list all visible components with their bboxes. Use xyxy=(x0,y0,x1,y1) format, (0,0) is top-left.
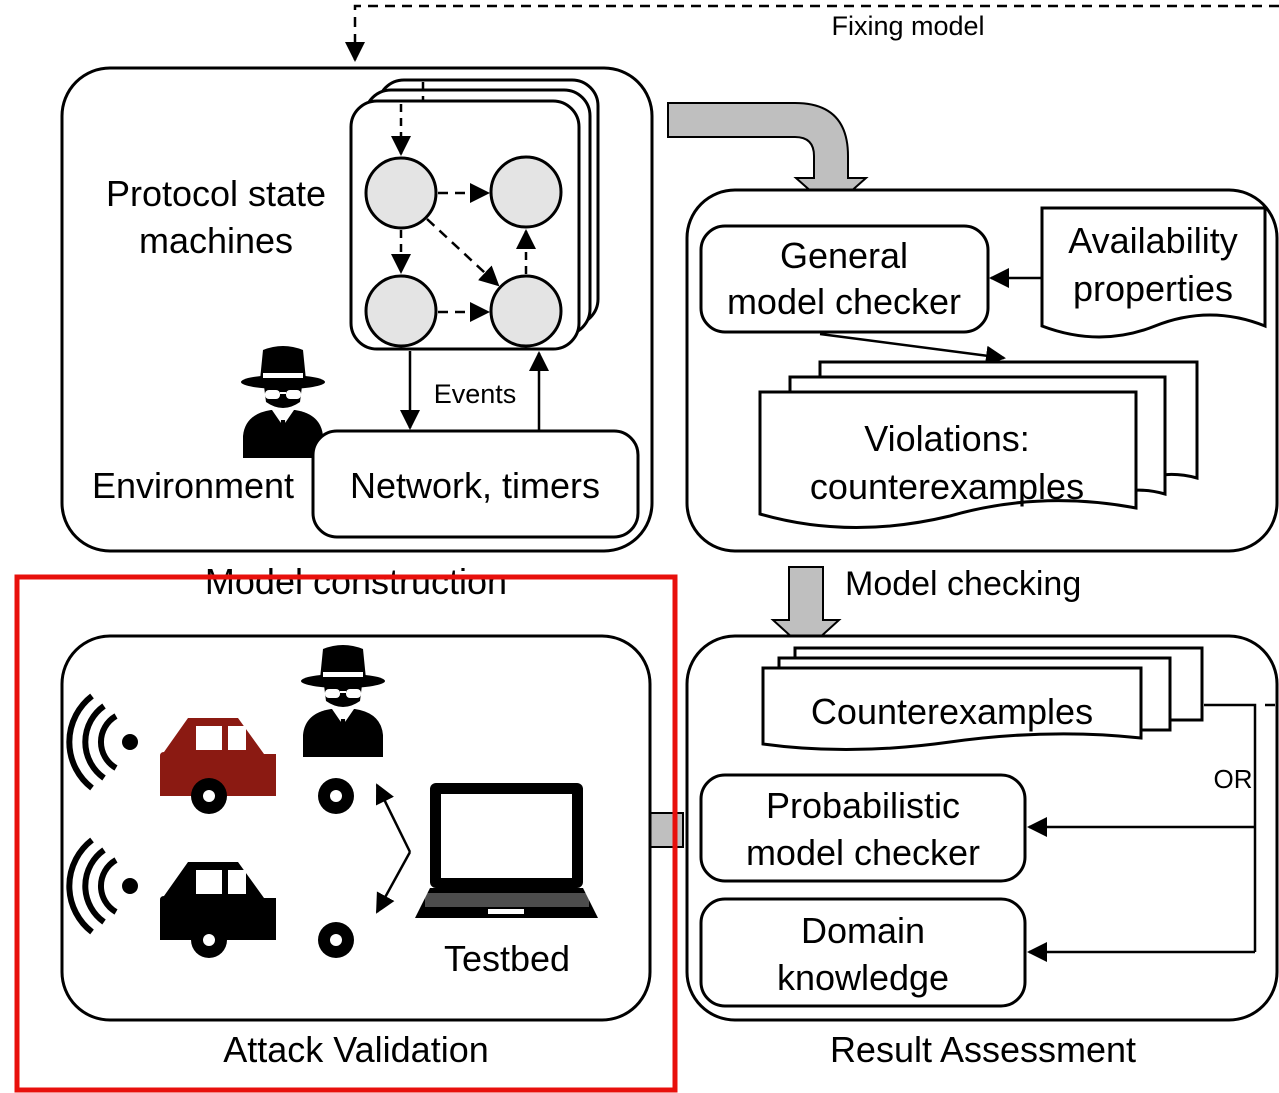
domain-knowledge-box xyxy=(699,897,1027,1008)
model-construction-label: Model construction xyxy=(205,561,507,602)
state-node xyxy=(364,156,438,230)
domain-knowledge-label: knowledge xyxy=(777,957,949,998)
state-node xyxy=(489,274,563,348)
highlight-box xyxy=(14,574,678,1093)
probabilistic-model-checker-box xyxy=(699,773,1027,883)
probabilistic-model-checker-label: model checker xyxy=(746,832,980,873)
events-label: Events xyxy=(434,379,517,409)
violations-label: counterexamples xyxy=(810,466,1084,507)
general-model-checker-label: General xyxy=(780,235,908,276)
availability-properties-doc xyxy=(1040,206,1267,339)
domain-knowledge-label: Domain xyxy=(801,910,925,951)
state-node xyxy=(364,274,438,348)
availability-properties-label: properties xyxy=(1073,268,1233,309)
general-model-checker-box xyxy=(699,224,990,334)
protocol-state-machines-label: machines xyxy=(139,220,293,261)
or-label: OR xyxy=(1214,764,1253,794)
violations-doc xyxy=(758,390,1138,529)
state-node xyxy=(489,155,563,229)
network-timers-label: Network, timers xyxy=(350,465,600,506)
availability-properties-label: Availability xyxy=(1068,220,1237,261)
testbed-label: Testbed xyxy=(444,938,570,979)
laptop-icon xyxy=(415,783,598,918)
counterexamples-label: Counterexamples xyxy=(811,691,1093,732)
protocol-state-machines-label: Protocol state xyxy=(106,173,326,214)
attack-validation-label: Attack Validation xyxy=(223,1029,488,1070)
counterexamples-doc xyxy=(761,666,1143,752)
network-timers-box xyxy=(311,429,640,539)
general-model-checker-label: model checker xyxy=(727,281,961,322)
fixing-model-loop: Fixing model xyxy=(345,4,1279,62)
model-construction-panel: Protocol state machines Events Network, … xyxy=(60,66,654,602)
model-checking-label: Model checking xyxy=(845,565,1081,603)
fixing-model-label: Fixing model xyxy=(831,11,984,41)
result-assessment-panel: Counterexamples OR Probabilistic model c… xyxy=(685,634,1279,1070)
result-assessment-label: Result Assessment xyxy=(830,1029,1136,1070)
probabilistic-model-checker-label: Probabilistic xyxy=(766,785,960,826)
violations-label: Violations: xyxy=(864,418,1029,459)
attack-validation-panel: Testbed Attack Validation xyxy=(60,634,652,1070)
model-checking-panel: General model checker Availability prope… xyxy=(685,188,1279,553)
environment-label: Environment xyxy=(92,465,294,506)
